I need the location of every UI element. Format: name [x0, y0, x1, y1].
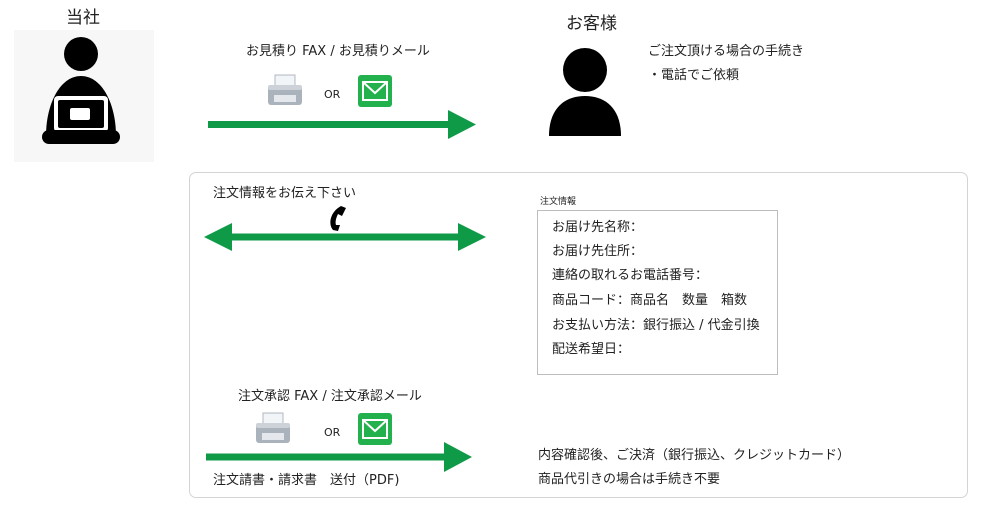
payment-note-line1: 内容確認後、ご決済（銀行振込、クレジットカード）: [538, 448, 851, 463]
arrow-to-customer-1: [208, 108, 480, 142]
bidirectional-arrow: [204, 220, 486, 254]
fax-icon: [254, 412, 292, 446]
step3-label: 注文承認 FAX / 注文承認メール: [238, 389, 422, 404]
order-info-row: 連絡の取れるお電話番号：: [552, 268, 709, 283]
order-info-row: 配送希望日：: [552, 342, 631, 357]
mail-icon: [357, 412, 393, 446]
order-info-row: 商品コード：商品名 数量 箱数: [552, 293, 748, 308]
company-label: 当社: [66, 8, 100, 28]
step3-sub: 注文請書・請求書 送付（PDF): [213, 473, 400, 488]
step1-or: OR: [324, 88, 341, 101]
order-info-box: お届け先名称： お届け先住所： 連絡の取れるお電話番号： 商品コード：商品名 数…: [537, 210, 778, 375]
order-info-row: お支払い方法：銀行振込 / 代金引換: [552, 318, 760, 333]
payment-note-line2: 商品代引きの場合は手続き不要: [538, 472, 721, 487]
person-laptop-icon: [42, 37, 120, 144]
fax-icon: [266, 74, 304, 108]
customer-label: お客様: [566, 14, 617, 34]
order-info-row: お届け先名称：: [552, 220, 644, 235]
mail-icon: [357, 74, 393, 108]
customer-note-title: ご注文頂ける場合の手続き: [648, 44, 805, 59]
company-avatar: [14, 30, 154, 162]
customer-note-item: ・電話でご依頼: [648, 68, 740, 83]
step2-label: 注文情報をお伝え下さい: [213, 186, 357, 201]
step3-or: OR: [324, 426, 341, 439]
order-info-row: お届け先住所：: [552, 244, 644, 259]
person-icon: [549, 48, 621, 136]
phone-icon: [326, 204, 348, 232]
step1-label: お見積り FAX / お見積りメール: [246, 44, 430, 59]
order-info-title: 注文情報: [540, 197, 577, 207]
arrow-to-customer-2: [206, 440, 476, 474]
customer-avatar: [545, 42, 625, 138]
